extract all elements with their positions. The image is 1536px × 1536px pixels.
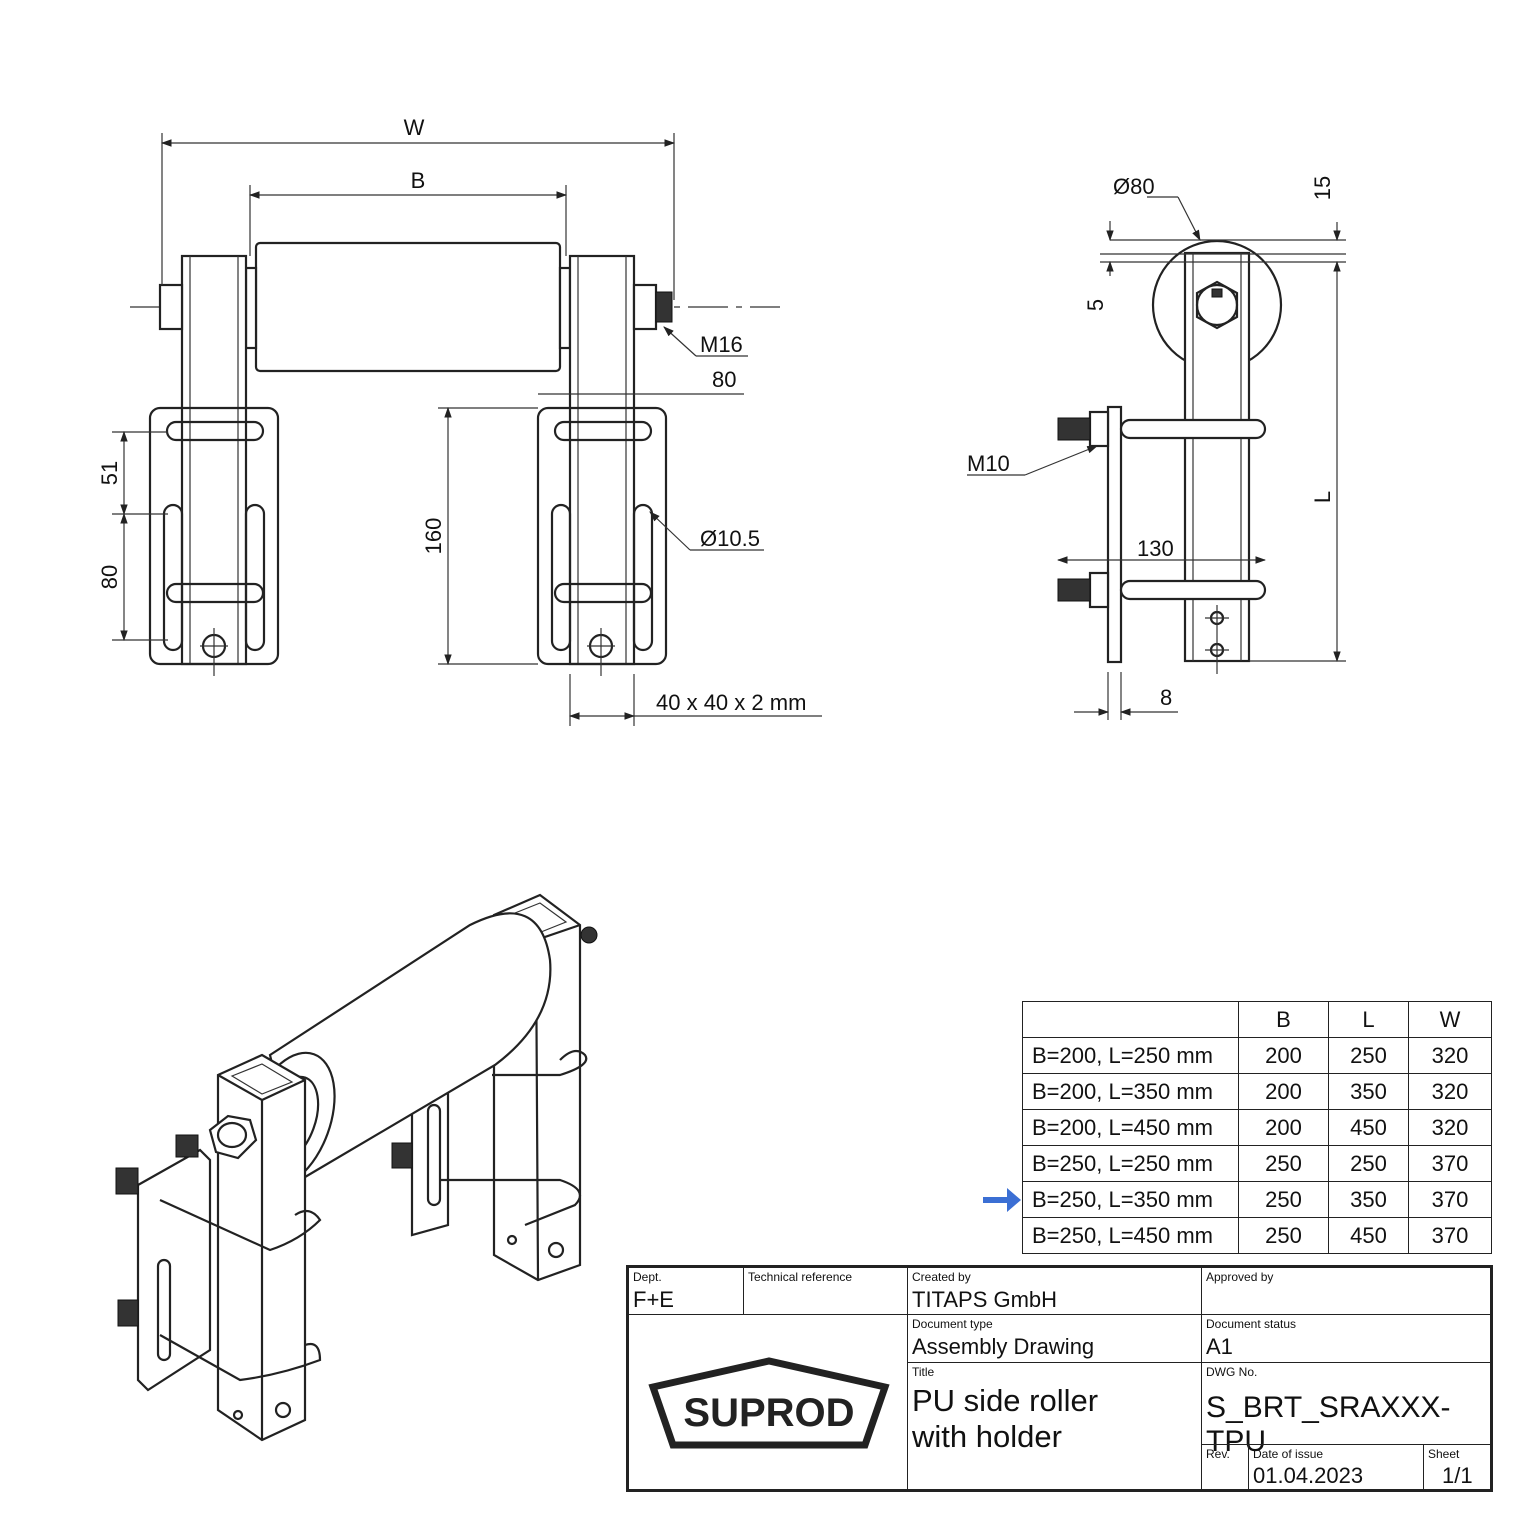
table-cell-w: 370 <box>1408 1217 1492 1254</box>
title-cell: Title PU side roller with holder <box>907 1362 1202 1490</box>
table-cell-name: B=200, L=450 mm <box>1022 1109 1239 1146</box>
date-label: Date of issue <box>1253 1447 1324 1461</box>
side-view: Ø80 5 15 L M10 130 8 <box>967 174 1346 720</box>
dim-dia: Ø80 <box>1113 174 1155 199</box>
dim-5: 5 <box>1083 299 1108 311</box>
table-cell-l: 350 <box>1328 1181 1409 1218</box>
table-cell-l: 450 <box>1328 1109 1409 1146</box>
title-line2: with holder <box>912 1419 1062 1454</box>
tech-ref-label: Technical reference <box>748 1270 853 1284</box>
table-row: B=200, L=450 mm 200 450 320 <box>1022 1109 1492 1146</box>
table-row: B=250, L=250 mm 250 250 370 <box>1022 1145 1492 1182</box>
dwg-label: DWG No. <box>1206 1365 1258 1379</box>
table-cell-b: 250 <box>1238 1181 1329 1218</box>
table-cell-b: 200 <box>1238 1037 1329 1074</box>
sheet-label: Sheet <box>1428 1447 1460 1461</box>
title-line1: PU side roller <box>912 1383 1099 1418</box>
sheet-cell: Sheet 1/1 <box>1423 1444 1491 1490</box>
table-cell-w: 370 <box>1408 1181 1492 1218</box>
table-cell-w: 320 <box>1408 1073 1492 1110</box>
roller-body <box>254 241 562 373</box>
table-cell-l: 350 <box>1328 1073 1409 1110</box>
rev-label: Rev. <box>1206 1447 1230 1461</box>
table-row: B=250, L=450 mm 250 450 370 <box>1022 1217 1492 1254</box>
dept-value: F+E <box>633 1287 674 1312</box>
doc-type-value: Assembly Drawing <box>912 1334 1095 1359</box>
dim-51: 51 <box>97 461 122 485</box>
iso-front-plate <box>136 1148 212 1392</box>
doc-type-label: Document type <box>912 1317 993 1331</box>
dwg-cell: DWG No. S_BRT_SRAXXX-TPU <box>1201 1362 1491 1458</box>
flange-plate <box>1106 405 1123 664</box>
table-row-selected: B=250, L=350 mm 250 350 370 <box>1022 1181 1492 1218</box>
dim-8: 8 <box>1160 685 1172 710</box>
approved-by-label: Approved by <box>1206 1270 1274 1284</box>
dim-b: B <box>411 168 426 193</box>
right-post <box>568 254 636 666</box>
table-cell-b: 200 <box>1238 1109 1329 1146</box>
table-cell-l: 250 <box>1328 1145 1409 1182</box>
tech-ref-cell: Technical reference <box>743 1267 908 1315</box>
dim-w: W <box>404 115 425 140</box>
logo-cell: SUPROD <box>628 1314 908 1490</box>
dim-tube: 40 x 40 x 2 mm <box>656 690 806 715</box>
table-cell-b: 250 <box>1238 1217 1329 1254</box>
created-by-cell: Created by TITAPS GmbH <box>907 1267 1202 1315</box>
dim-80-top: 80 <box>712 367 736 392</box>
isometric-view <box>115 893 598 1442</box>
doc-status-value: A1 <box>1206 1334 1233 1359</box>
approved-by-cell: Approved by <box>1201 1267 1491 1315</box>
table-cell-name: B=200, L=350 mm <box>1022 1073 1239 1110</box>
iso-roller <box>268 912 552 1182</box>
table-cell-name: B=250, L=250 mm <box>1022 1145 1239 1182</box>
table-cell-w: 320 <box>1408 1037 1492 1074</box>
table-cell-name: B=250, L=350 mm <box>1022 1181 1239 1218</box>
table-header-b: B <box>1238 1001 1329 1038</box>
dim-hole: Ø10.5 <box>700 526 760 551</box>
table-cell-b: 200 <box>1238 1073 1329 1110</box>
dim-m16: M16 <box>700 332 743 357</box>
table-row: B=200, L=250 mm 200 250 320 <box>1022 1037 1492 1074</box>
table-cell-l: 250 <box>1328 1037 1409 1074</box>
table-cell-l: 450 <box>1328 1217 1409 1254</box>
logo-text: SUPROD <box>683 1391 854 1435</box>
title-label: Title <box>912 1365 935 1379</box>
doc-status-cell: Document status A1 <box>1201 1314 1491 1363</box>
suprod-logo-icon: SUPROD <box>648 1357 890 1449</box>
variant-table: B L W B=200, L=250 mm 200 250 320 B=200,… <box>1022 1001 1492 1254</box>
rev-cell: Rev. <box>1201 1444 1249 1490</box>
created-by-label: Created by <box>912 1270 971 1284</box>
title-block: Dept. F+E Technical reference Created by… <box>626 1265 1493 1492</box>
dept-cell: Dept. F+E <box>628 1267 744 1315</box>
dwg-value: S_BRT_SRAXXX-TPU <box>1206 1391 1451 1458</box>
dim-80-left: 80 <box>97 565 122 589</box>
table-cell-name: B=250, L=450 mm <box>1022 1217 1239 1254</box>
dim-130: 130 <box>1137 536 1174 561</box>
table-cell-b: 250 <box>1238 1145 1329 1182</box>
sheet-value: 1/1 <box>1442 1463 1473 1488</box>
right-plate <box>536 406 668 666</box>
front-view: W B M16 80 51 80 160 Ø10.5 40 x 40 x 2 m… <box>97 115 822 726</box>
doc-status-label: Document status <box>1206 1317 1297 1331</box>
doc-type-cell: Document type Assembly Drawing <box>907 1314 1202 1363</box>
date-value: 01.04.2023 <box>1253 1463 1364 1488</box>
table-header-row: B L W <box>1022 1001 1492 1038</box>
table-cell-w: 320 <box>1408 1109 1492 1146</box>
table-header-l: L <box>1328 1001 1409 1038</box>
table-header-w: W <box>1408 1001 1492 1038</box>
dim-l: L <box>1310 491 1335 503</box>
table-cell-name: B=200, L=250 mm <box>1022 1037 1239 1074</box>
dim-160: 160 <box>421 518 446 555</box>
left-post <box>180 254 248 666</box>
table-cell-w: 370 <box>1408 1145 1492 1182</box>
date-cell: Date of issue 01.04.2023 <box>1248 1444 1424 1490</box>
selected-row-arrow-icon <box>983 1188 1021 1212</box>
dim-15: 15 <box>1310 176 1335 200</box>
table-header-blank <box>1022 1001 1239 1038</box>
dim-m10: M10 <box>967 451 1010 476</box>
table-row: B=200, L=350 mm 200 350 320 <box>1022 1073 1492 1110</box>
dept-label: Dept. <box>633 1270 662 1284</box>
created-by-value: TITAPS GmbH <box>912 1287 1058 1312</box>
